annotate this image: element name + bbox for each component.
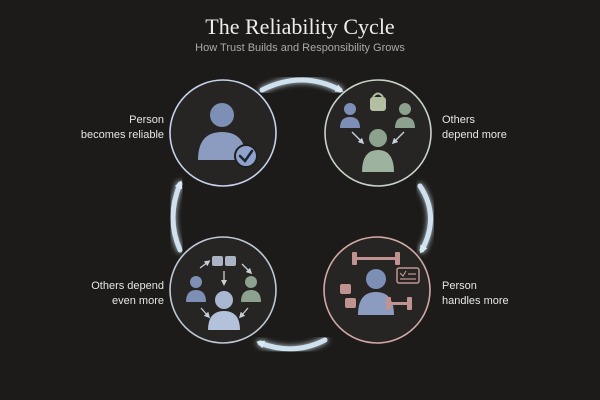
arrow-top — [259, 77, 344, 93]
arrow-left — [170, 180, 183, 253]
arrow-right — [417, 183, 433, 254]
arrow-bottom — [256, 337, 328, 352]
stage-label-line: Person — [442, 280, 477, 292]
stage-label-line: Others depend — [91, 280, 164, 292]
diagram-title: The Reliability Cycle — [205, 14, 395, 39]
stage-label-line: even more — [112, 295, 164, 307]
stage-others-depend-more — [169, 236, 277, 344]
stage-label-person-handles: Person handles more — [442, 279, 552, 309]
stage-label-others-depend: Others depend more — [442, 113, 552, 143]
stage-person-reliable — [169, 79, 277, 187]
diagram-subtitle: How Trust Builds and Responsibility Grow… — [195, 42, 405, 54]
crowd-icon — [186, 256, 261, 330]
stage-label-line: handles more — [442, 295, 509, 307]
stage-label-line: depend more — [442, 129, 507, 141]
stage-label-line: becomes reliable — [80, 129, 164, 141]
group-weight-icon — [340, 92, 415, 172]
person-check-icon — [198, 103, 258, 168]
stage-label-others-depend-more: Others depend even more — [54, 279, 164, 309]
stage-label-line: Others — [442, 114, 476, 126]
person-loaded-icon — [340, 252, 420, 315]
stage-person-handles — [323, 236, 431, 344]
stage-label-line: Person — [129, 114, 164, 126]
stage-others-depend — [324, 79, 432, 187]
stage-label-person-reliable: Person becomes reliable — [60, 113, 164, 143]
cycle-arrows — [170, 77, 433, 352]
